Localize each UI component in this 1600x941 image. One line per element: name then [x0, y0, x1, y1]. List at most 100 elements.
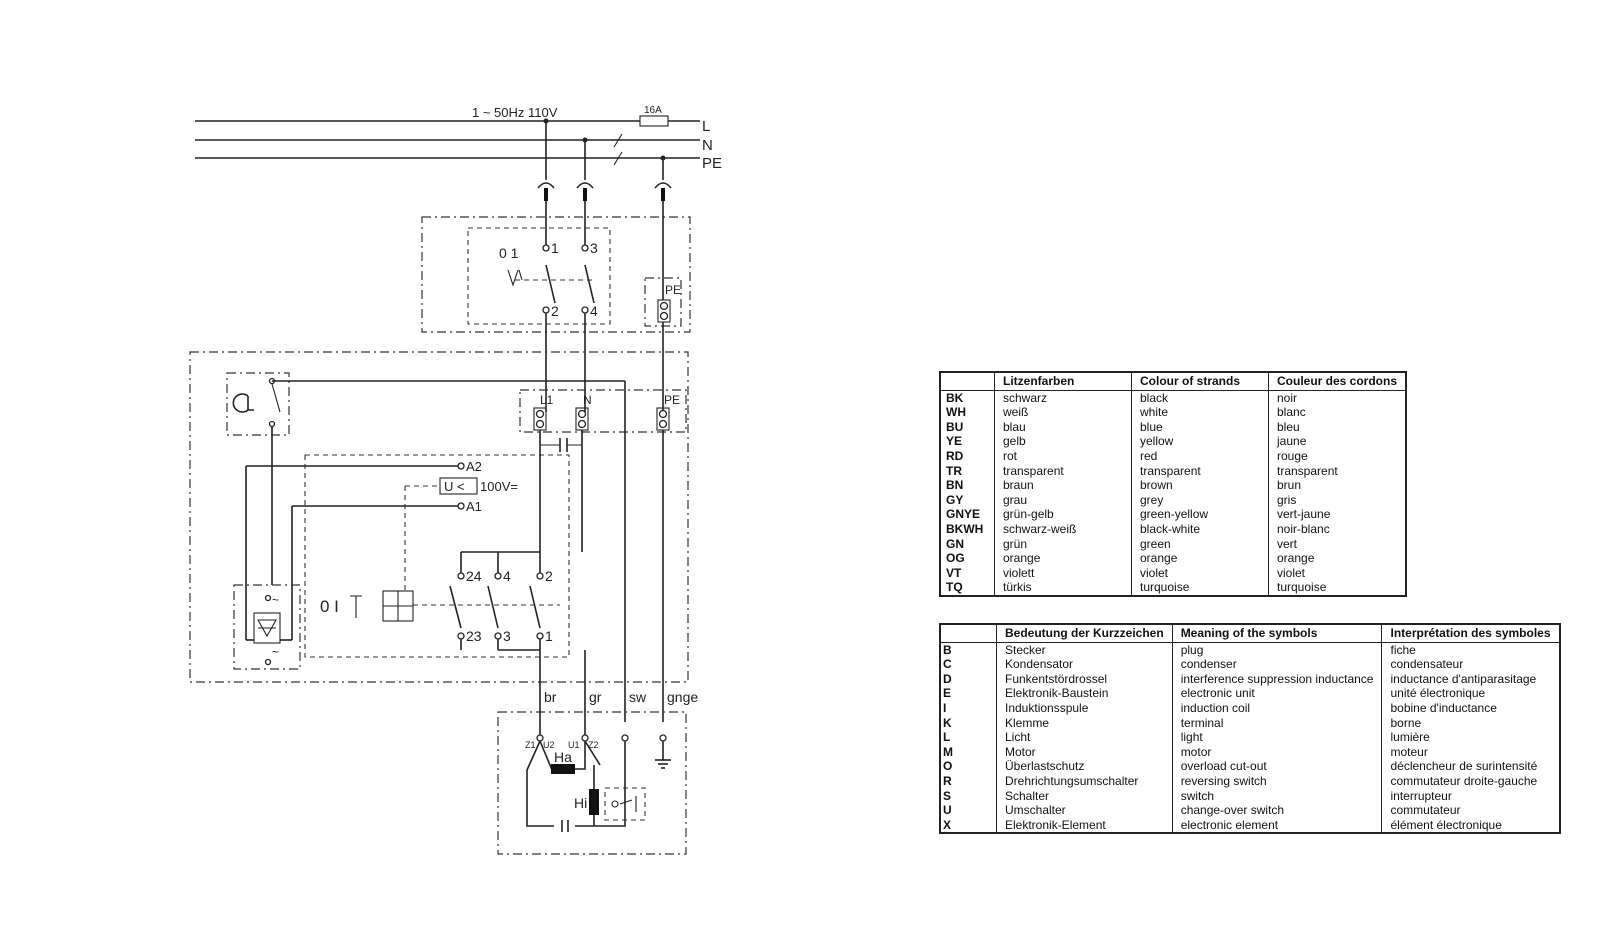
table-cell: violett [994, 565, 1132, 581]
code-cell: O [943, 759, 953, 774]
code-cell: GN [946, 536, 964, 551]
light-box [226, 372, 290, 436]
table-cell: electronic unit [1171, 686, 1382, 701]
coil-a2: A2 [466, 459, 482, 474]
fuse-label: 16A [644, 105, 662, 116]
table-cell: violet [1131, 565, 1269, 581]
contact-4: 4 [503, 568, 511, 584]
overload-cutout [604, 787, 646, 821]
control-unit-box: L1 N PE A2 A1 U < 100V= 0 I [189, 351, 689, 722]
table-cell: transparent [994, 463, 1132, 479]
table-cell: blau [994, 419, 1132, 435]
table-cell: condensateur [1381, 657, 1560, 672]
table-cell: light [1171, 730, 1382, 745]
table-cell: orange [1131, 551, 1269, 566]
code-cell: TR [946, 463, 962, 478]
table-cell: noir [1268, 390, 1407, 406]
motor-box: Z1 U2 U1 Z2 Ha Hi [497, 711, 687, 855]
terminal-l1: L1 [540, 393, 554, 407]
contact-1: 1 [545, 628, 553, 644]
table-cell: Drehrichtungsumschalter [996, 773, 1173, 789]
code-cell: GNYE [946, 507, 981, 522]
terminal-2: 2 [551, 303, 559, 319]
ac-mark-bottom: ~ [272, 645, 279, 659]
code-cell: I [943, 700, 947, 715]
code-cell: D [943, 671, 952, 686]
code-cell: YE [946, 434, 963, 449]
table-cell: blanc [1268, 405, 1407, 420]
table-cell: switch [1171, 788, 1382, 804]
table-cell: grey [1131, 492, 1269, 508]
table-cell: white [1131, 405, 1269, 420]
code-cell: E [943, 686, 952, 701]
table-cell: commutateur [1381, 803, 1560, 818]
table-cell: overload cut-out [1171, 759, 1382, 774]
table-cell: transparent [1268, 463, 1407, 479]
table-cell: déclencheur de surintensité [1381, 759, 1560, 774]
terminal-pe: PE [664, 393, 680, 407]
table-cell: weiß [994, 405, 1132, 420]
table-cell: lumière [1381, 730, 1560, 745]
symbols-legend-table: Bedeutung der Kurzzeichen Meaning of the… [939, 623, 1561, 835]
code-cell: BN [946, 478, 964, 493]
column-header: Interprétation des symboles [1381, 624, 1560, 643]
table-cell: Motor [996, 744, 1173, 760]
table-cell: noir-blanc [1268, 521, 1407, 537]
supply-label: 1 ~ 50Hz 110V [472, 105, 558, 120]
table-cell: rouge [1268, 448, 1407, 464]
table-cell: violet [1268, 565, 1407, 581]
code-cell: OG [946, 551, 965, 566]
table-cell: schwarz-weiß [994, 521, 1132, 537]
table-cell: condenser [1171, 657, 1382, 672]
undervoltage-voltage: 100V= [480, 479, 518, 494]
aux-winding [589, 789, 599, 815]
table-cell: reversing switch [1171, 773, 1382, 789]
table-cell: Licht [996, 730, 1173, 745]
code-cell: X [943, 817, 952, 832]
table-cell: electronic element [1171, 817, 1382, 834]
table-cell: Stecker [996, 642, 1173, 658]
table-cell: terminal [1171, 715, 1382, 731]
table-cell: gris [1268, 492, 1407, 508]
terminal-n: N [583, 393, 592, 407]
table-cell: Funkentstördrossel [996, 671, 1173, 687]
supply-rails: 1 ~ 50Hz 110V 16A L N PE [195, 105, 722, 172]
code-cell: S [943, 788, 952, 803]
line-pe-label: PE [702, 155, 722, 172]
table-cell: vert-jaune [1268, 507, 1407, 522]
contact-23: 23 [466, 628, 482, 644]
code-cell: C [943, 657, 952, 672]
table-cell: rot [994, 448, 1132, 464]
table-cell: vert [1268, 536, 1407, 552]
code-cell: TQ [946, 580, 963, 595]
table-cell: Umschalter [996, 803, 1173, 818]
motor-u1: U1 [568, 740, 580, 750]
table-cell: grün [994, 536, 1132, 552]
table-cell: Klemme [996, 715, 1173, 731]
code-cell: R [943, 773, 952, 788]
table-cell: green [1131, 536, 1269, 552]
column-header: Couleur des cordons [1268, 372, 1407, 391]
table-cell: inductance d'antiparasitage [1381, 671, 1560, 687]
winding-ha: Ha [554, 749, 572, 765]
table-cell: interference suppression inductance [1171, 671, 1382, 687]
column-header: Litzenfarben [994, 372, 1132, 391]
switch-positions: 0 1 [499, 245, 519, 261]
code-cell: GY [946, 492, 964, 507]
code-cell: B [943, 642, 952, 657]
table-cell: turquoise [1131, 580, 1269, 596]
table-cell: plug [1171, 642, 1382, 658]
code-cell: BK [946, 390, 964, 405]
